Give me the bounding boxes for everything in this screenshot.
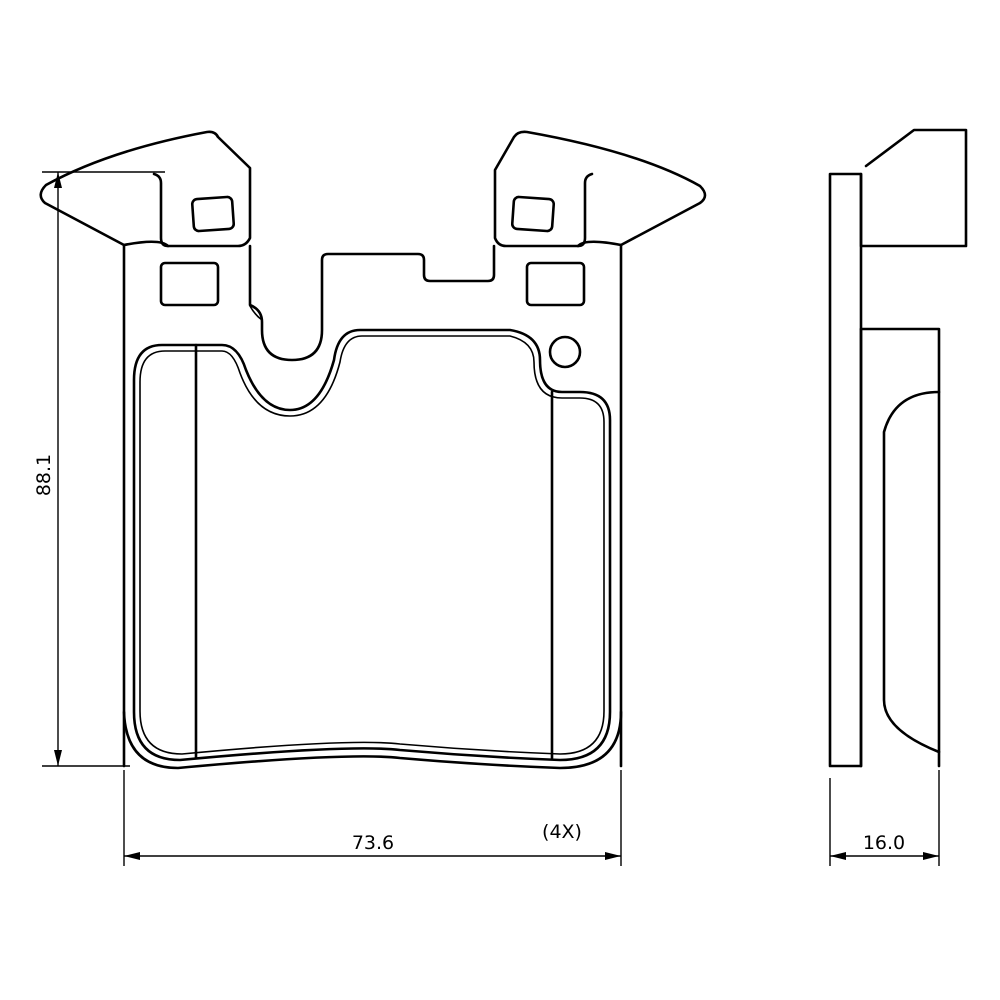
friction-outer — [132, 328, 612, 762]
height-dimension: 88.1 — [33, 171, 165, 767]
side-backing-plate — [828, 172, 863, 768]
thickness-label: 16.0 — [863, 832, 905, 854]
backing-bottom — [122, 710, 623, 770]
right-lower-slot — [525, 261, 586, 307]
right-ear — [493, 130, 707, 248]
width-dimension: 73.6 (4X) — [123, 770, 622, 866]
side-ear — [859, 128, 968, 248]
ear-holes — [159, 195, 586, 369]
quantity-label: (4X) — [542, 821, 582, 843]
sensor-hole — [548, 335, 582, 369]
left-lower-slot — [159, 261, 220, 307]
right-ear-slot — [510, 195, 556, 233]
height-label: 88.1 — [33, 454, 55, 496]
backing-plate — [39, 130, 707, 768]
side-chamfer — [882, 390, 941, 754]
side-friction — [859, 327, 941, 768]
friction-material — [132, 328, 612, 762]
thickness-dimension: 16.0 — [829, 770, 940, 866]
side-view — [828, 128, 968, 768]
left-ear — [39, 130, 252, 248]
left-ear-slot — [190, 195, 236, 233]
friction-inner — [139, 335, 605, 755]
top-profile — [248, 244, 496, 362]
width-label: 73.6 — [352, 832, 394, 854]
